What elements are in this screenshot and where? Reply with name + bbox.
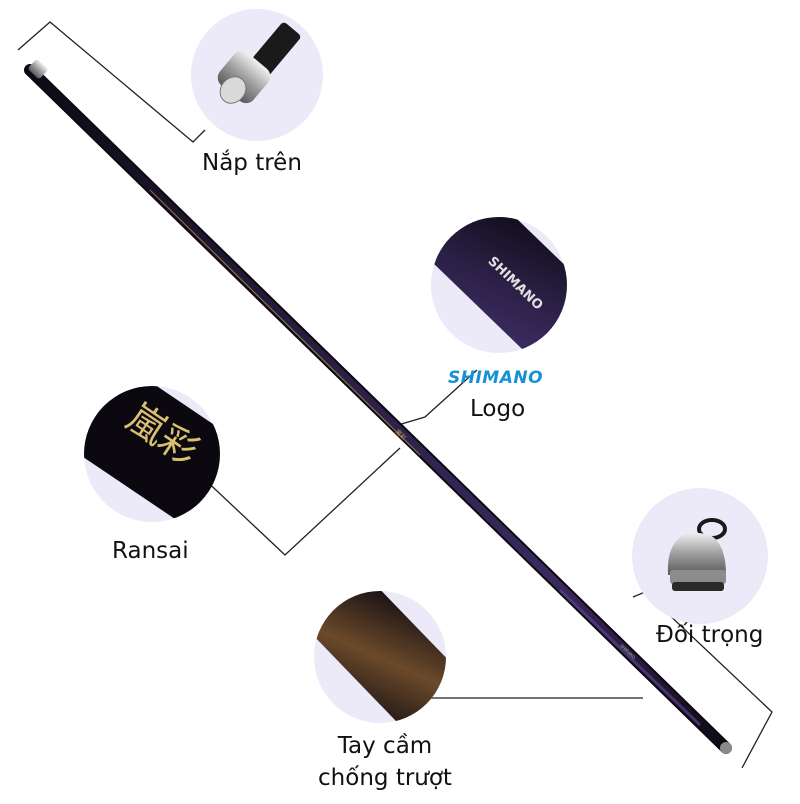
brand-wordmark: SHIMANO	[448, 368, 544, 388]
leader-logo	[397, 369, 478, 426]
detail-circle-top-cap	[191, 9, 323, 141]
label-logo: Logo	[470, 396, 526, 422]
detail-circle-counterweight	[632, 488, 768, 624]
label-counterweight: Đối trọng	[656, 622, 764, 648]
leader-counterweight	[632, 591, 773, 769]
leader-lines	[17, 21, 773, 769]
label-grip-line1: Tay cầm	[337, 733, 433, 759]
detail-circle-ransai: 嵐彩	[84, 386, 220, 522]
label-ransai: Ransai	[112, 538, 189, 564]
label-grip-line2: chống trượt	[318, 765, 452, 791]
detail-circle-grip	[314, 591, 446, 723]
fishing-rod: 嵐彩 SHIMANO	[24, 59, 732, 754]
label-top-cap: Nắp trên	[202, 150, 302, 176]
leader-top-cap	[17, 21, 206, 143]
detail-circle-logo: SHIMANO	[431, 217, 567, 353]
leader-ransai	[199, 447, 401, 556]
